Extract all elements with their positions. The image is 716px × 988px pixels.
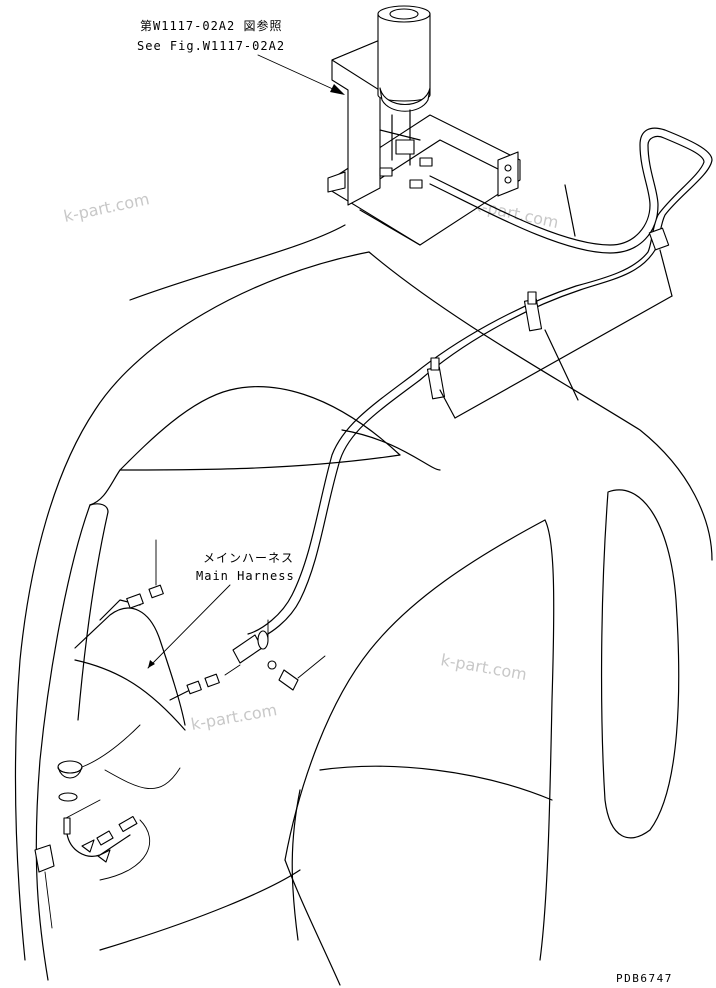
washer-tank-assembly xyxy=(327,5,521,246)
grommet-leader xyxy=(81,724,141,768)
reference-arrowhead xyxy=(330,84,345,95)
grommet-seal xyxy=(58,792,78,802)
clamp-3-tab xyxy=(430,357,440,371)
clamp-leader-3 xyxy=(439,389,456,419)
harness-loom-inner xyxy=(74,659,186,731)
terminal-b xyxy=(97,849,111,863)
connector-leader-2 xyxy=(224,664,241,676)
hose-leader xyxy=(564,184,576,237)
lower-left-parts xyxy=(34,724,181,929)
terminal-a xyxy=(81,839,95,853)
washer-pump xyxy=(379,87,431,112)
cab-roof-inner-curve xyxy=(89,389,231,506)
main-harness-leader xyxy=(147,584,231,669)
door-inner-line xyxy=(291,789,301,941)
clamp-group-leader-line xyxy=(454,295,673,419)
harness-callout: メインハーネス Main Harness xyxy=(196,551,295,583)
clamp-leader-2 xyxy=(544,329,579,401)
washer-tank-cap-inner xyxy=(389,8,419,20)
reference-label-jp: 第W1117-02A2 図参照 xyxy=(140,18,282,33)
decal-label xyxy=(34,844,55,873)
connector-harness-4 xyxy=(204,673,220,688)
grommet-body xyxy=(57,766,83,779)
clamp-1-leader xyxy=(659,249,673,297)
watermark-4: k-part.com xyxy=(189,700,278,734)
lamp-connector-1 xyxy=(118,815,138,833)
connector-a xyxy=(379,167,393,177)
connector-harness-2 xyxy=(148,584,164,599)
connector-harness-3 xyxy=(186,680,202,695)
lamp-socket xyxy=(63,817,71,835)
hose-outer-edge xyxy=(254,127,713,641)
main-harness-arrowhead xyxy=(148,660,155,668)
watermark-1: k-part.com xyxy=(62,189,151,226)
connector-leader-3 xyxy=(104,767,181,790)
door-lower-line xyxy=(284,859,341,986)
mount-ear-left xyxy=(327,171,346,193)
cab-outline xyxy=(14,224,713,986)
mount-ear-right xyxy=(497,151,519,197)
harness-clip-ring xyxy=(257,630,269,650)
roof-front-panel xyxy=(119,454,401,471)
reference-label-en: See Fig.W1117-02A2 xyxy=(137,39,285,53)
reference-callout: 第W1117-02A2 図参照 See Fig.W1117-02A2 xyxy=(137,18,345,95)
roof-edge-short xyxy=(341,429,441,471)
cab-roof-front-edge xyxy=(14,251,370,961)
lamp-connector-2 xyxy=(96,830,114,846)
pump-hose-lines xyxy=(379,109,421,166)
hose-inner-edge xyxy=(247,135,705,635)
connector-b xyxy=(419,157,433,167)
connector-harness-1 xyxy=(126,593,144,609)
hose-clamp-1 xyxy=(648,227,673,297)
bolt-1 xyxy=(504,164,512,172)
base-plate-inner xyxy=(354,139,501,196)
front-frame-outer xyxy=(35,504,91,981)
clamp-2-tab xyxy=(527,291,537,305)
floor-line xyxy=(99,869,301,951)
drawing-code: PDB6747 xyxy=(616,972,673,985)
main-harness-label-en: Main Harness xyxy=(196,569,295,583)
door-frame-front xyxy=(284,519,546,861)
pump-motor xyxy=(395,139,415,155)
connector-c xyxy=(409,179,423,189)
wire-leader xyxy=(99,819,150,881)
cab-roof-rear-edge xyxy=(368,251,713,561)
washer xyxy=(267,660,277,670)
decal-leader xyxy=(44,871,53,929)
door-frame-rear xyxy=(539,519,555,961)
base-plate-front-edge xyxy=(359,209,421,246)
bolt-2 xyxy=(504,176,512,184)
front-frame-top xyxy=(89,503,109,513)
door-belt-line xyxy=(319,765,553,801)
cab-roof-line xyxy=(129,224,346,301)
lamp-leader xyxy=(65,799,101,819)
cab-roof-inner-line xyxy=(229,386,401,456)
harness-loom-outer xyxy=(74,607,186,726)
reference-leader xyxy=(257,54,336,91)
watermark-3: k-part.com xyxy=(439,650,528,684)
rear-window xyxy=(600,489,680,839)
main-harness-label-jp: メインハーネス xyxy=(203,551,294,565)
front-frame-inner xyxy=(77,511,109,721)
hose-clamp-2 xyxy=(523,291,543,332)
main-harness xyxy=(74,539,326,731)
bolt xyxy=(278,669,299,691)
washer-hose xyxy=(247,127,713,641)
bolt-leader xyxy=(297,655,326,679)
